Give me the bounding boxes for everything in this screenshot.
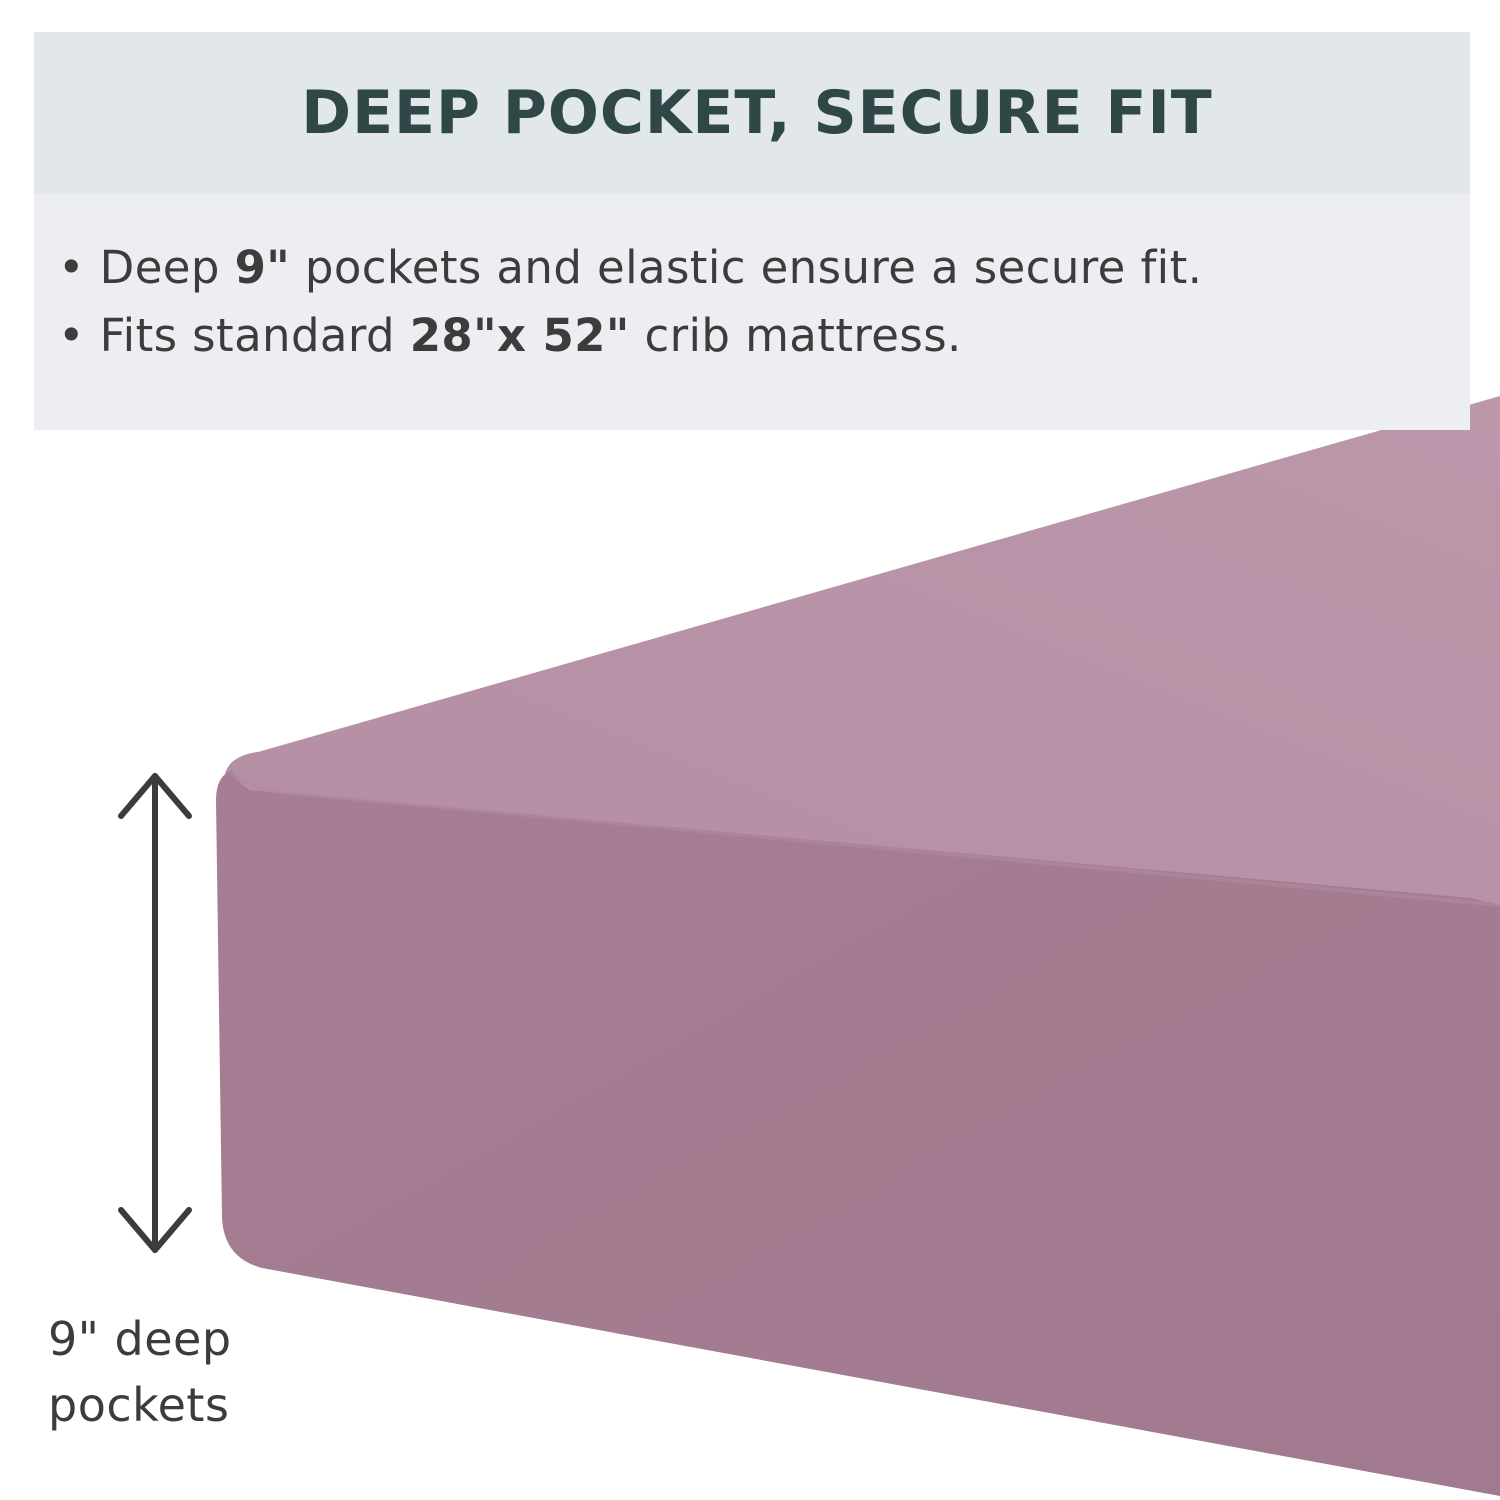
feature-list: • Deep 9" pockets and elastic ensure a s… — [34, 194, 1470, 430]
bullet-emphasis: 9" — [234, 241, 291, 294]
feature-bullet-2: • Fits standard 28"x 52" crib mattress. — [58, 302, 1470, 370]
bullet-text: crib mattress. — [644, 309, 962, 362]
bullet-text: Fits standard — [99, 309, 395, 362]
depth-caption-line2: pockets — [48, 1378, 230, 1432]
feature-panel-header: DEEP POCKET, SECURE FIT — [34, 32, 1470, 194]
mattress-side-face — [216, 770, 1500, 1496]
mattress-edge-highlight — [228, 770, 1500, 907]
feature-panel: DEEP POCKET, SECURE FIT • Deep 9" pocket… — [34, 32, 1470, 430]
depth-caption-line1: 9" deep — [48, 1312, 232, 1366]
double-headed-vertical-arrow-icon — [118, 773, 192, 1253]
panel-title: DEEP POCKET, SECURE FIT — [301, 78, 1213, 148]
mattress-top-surface — [224, 396, 1500, 908]
bullet-text: pockets and elastic ensure a secure fit. — [304, 241, 1203, 294]
depth-caption: 9" deep pockets — [48, 1306, 232, 1438]
bullet-marker: • — [58, 309, 85, 362]
bullet-marker: • — [58, 241, 85, 294]
bullet-text: Deep — [99, 241, 220, 294]
bullet-emphasis: 28"x 52" — [409, 309, 630, 362]
feature-bullet-1: • Deep 9" pockets and elastic ensure a s… — [58, 234, 1470, 302]
